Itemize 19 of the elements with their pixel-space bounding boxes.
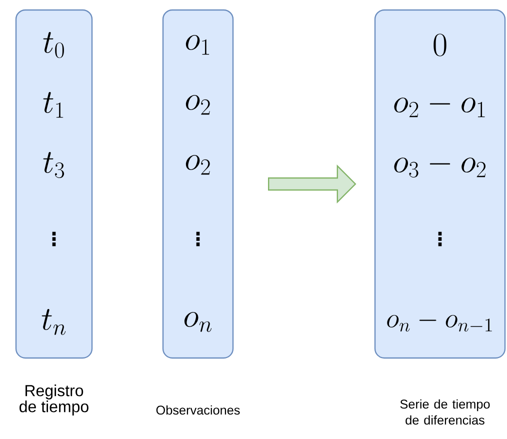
column-label: Observaciones	[156, 405, 240, 415]
formula: $o_2$	[186, 155, 210, 175]
formula: $t_3$	[43, 152, 64, 178]
formula: $o_3 - o_2$	[394, 158, 486, 178]
formula: $\vdots$	[52, 232, 56, 246]
formula: $\vdots$	[438, 232, 442, 246]
formula: $t_0$	[43, 32, 64, 58]
formula: $t_1$	[43, 92, 64, 118]
formula: $o_n$	[184, 312, 212, 332]
column-label: Serie de tiempo de diferencias	[400, 399, 490, 425]
block-arrow	[268, 164, 356, 204]
formula: $t_n$	[42, 308, 66, 335]
formula: $o_n - o_{n-1}$	[387, 315, 492, 332]
formula: $\vdots$	[196, 232, 200, 246]
formula: $0$	[434, 34, 446, 56]
formula: $o_2$	[186, 95, 210, 115]
formula: $o_1$	[186, 35, 210, 55]
column-label: Registro de tiempo	[20, 384, 88, 416]
formula: $o_2 - o_1$	[394, 98, 485, 118]
